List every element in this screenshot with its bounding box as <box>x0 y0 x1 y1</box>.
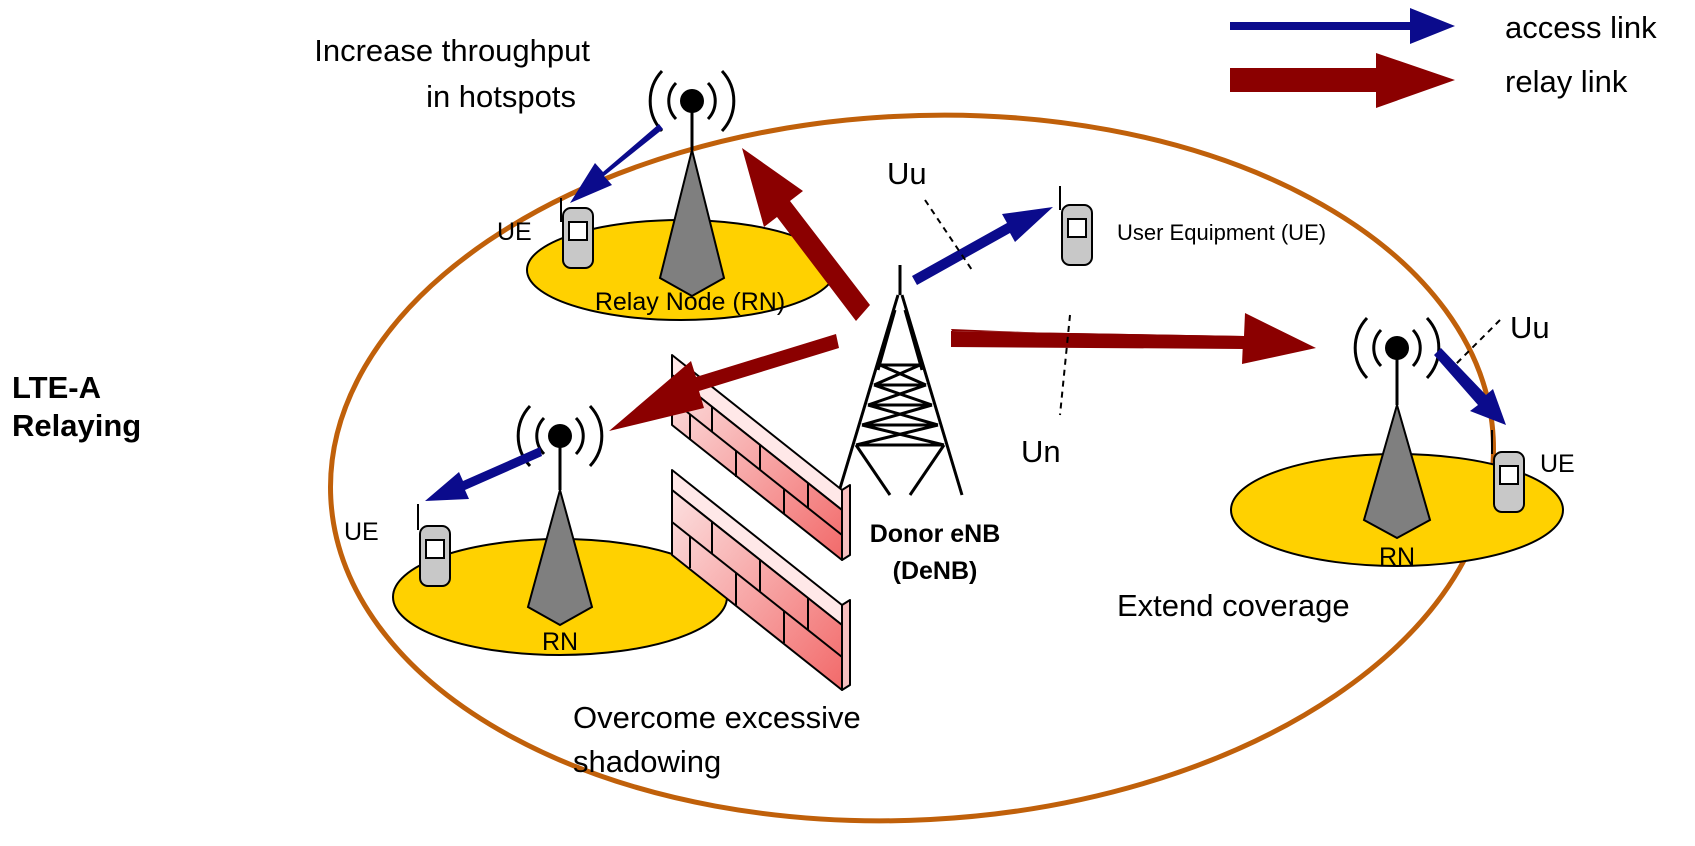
uu-right-interface-line <box>1454 319 1501 366</box>
un-label: Un <box>1021 434 1061 469</box>
relay-link-to-right-rn-body <box>951 331 1244 349</box>
relay-link-to-hotspot-arrow <box>742 148 870 321</box>
shadowing-caption-line2: shadowing <box>573 744 722 779</box>
legend-access-label: access link <box>1505 10 1657 45</box>
un-interface-line <box>1059 314 1071 416</box>
ue-left-label: UE <box>344 518 379 546</box>
relay-link-to-left-rn-arrow <box>609 334 839 431</box>
rn-right-label: RN <box>1378 543 1416 571</box>
ue-hotspot-label: UE <box>497 218 532 246</box>
relay-node-right-icon <box>1353 316 1441 540</box>
shadowing-caption-line1: Overcome excessive <box>573 700 861 735</box>
uu-center-label: Uu <box>887 156 927 191</box>
denb-label-line2: (DeNB) <box>892 557 978 585</box>
hotspot-caption-line2: in hotspots <box>426 79 576 114</box>
rn-hotspot-label: Relay Node (RN) <box>594 288 786 316</box>
ue-left-phone-icon <box>417 504 451 587</box>
access-link-right-arrow <box>1434 348 1506 425</box>
hotspot-caption-line1: Increase throughput <box>314 33 590 68</box>
ue-center-label: User Equipment (UE) <box>1117 220 1327 245</box>
uu-center-interface-line <box>924 199 973 271</box>
uu-right-label: Uu <box>1510 310 1550 345</box>
ue-right-phone-icon <box>1491 430 1525 513</box>
donor-cell-boundary <box>328 112 1496 824</box>
legend-relay-arrow <box>1230 53 1455 108</box>
extend-coverage-caption: Extend coverage <box>1117 588 1350 623</box>
diagram-title-line2: Relaying <box>12 408 142 443</box>
legend-relay-label: relay link <box>1505 64 1628 99</box>
access-link-center-arrow <box>912 207 1053 285</box>
access-link-left-arrow <box>425 447 542 501</box>
denb-label-line1: Donor eNB <box>869 520 1001 548</box>
diagram-title-line1: LTE-A <box>12 370 101 405</box>
legend-access-arrow <box>1230 8 1455 44</box>
relay-node-hotspot-icon <box>648 69 736 298</box>
relay-node-left-icon <box>516 404 604 627</box>
ue-hotspot-phone-icon <box>560 198 594 269</box>
ue-right-label: UE <box>1540 450 1575 478</box>
ue-center-phone-icon <box>1059 186 1093 266</box>
access-link-hotspot-arrow <box>570 124 663 203</box>
rn-left-label: RN <box>541 628 579 656</box>
brick-wall-obstacle-icon <box>671 354 851 691</box>
donor-enb-tower-icon <box>836 265 964 496</box>
